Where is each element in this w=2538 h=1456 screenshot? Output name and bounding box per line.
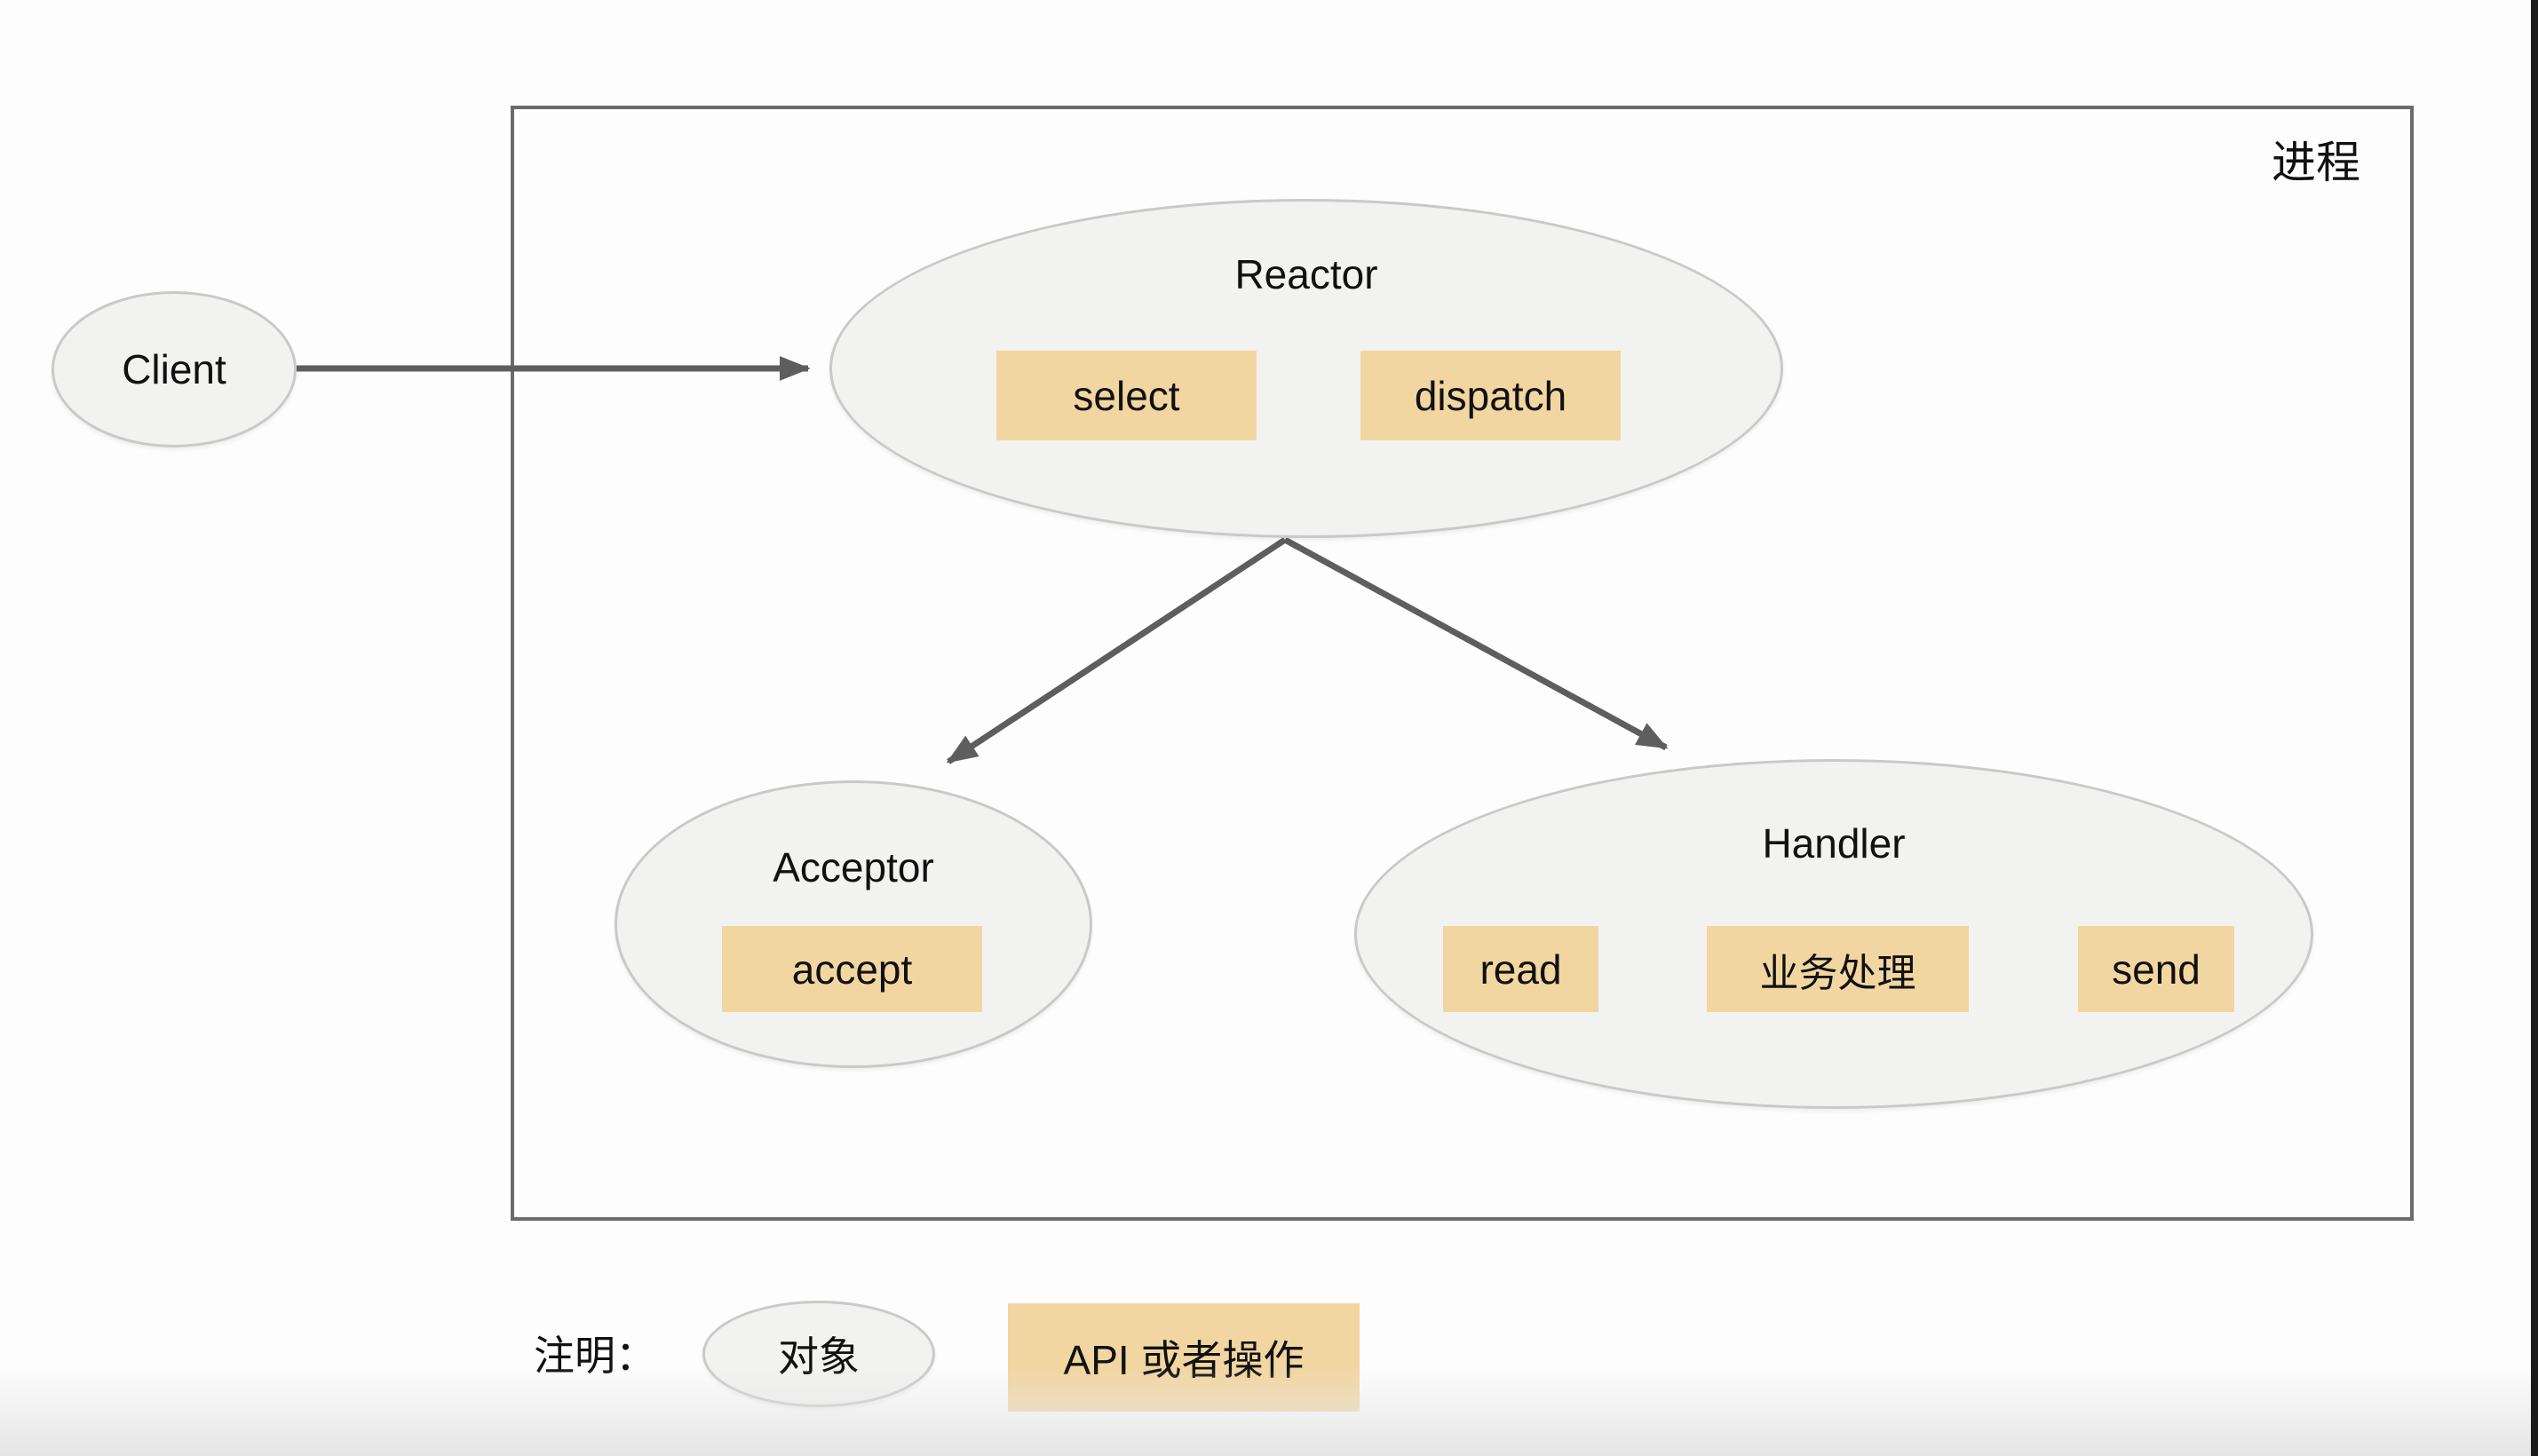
- client-ellipse: Client: [52, 291, 297, 447]
- reactor-ellipse: [829, 199, 1783, 538]
- accept-api-label: accept: [791, 946, 913, 993]
- accept-api-box: accept: [722, 926, 982, 1012]
- bottom-fade-gradient: [0, 1367, 2538, 1456]
- read-api-box: read: [1443, 926, 1598, 1012]
- business-logic-api-box: 业务处理: [1707, 926, 1969, 1012]
- acceptor-label: Acceptor: [773, 844, 934, 890]
- select-api-box: select: [996, 351, 1257, 440]
- dispatch-api-box: dispatch: [1360, 351, 1621, 440]
- send-api-box: send: [2078, 926, 2234, 1012]
- read-api-label: read: [1479, 946, 1562, 993]
- client-label: Client: [122, 346, 226, 392]
- dispatch-api-label: dispatch: [1414, 372, 1567, 419]
- screen-edge-strip: [2531, 0, 2538, 1456]
- select-api-label: select: [1073, 372, 1180, 419]
- reactor-label: Reactor: [1234, 251, 1378, 297]
- process-boundary-box: [511, 106, 2414, 1221]
- business-logic-api-label: 业务处理: [1759, 951, 1916, 995]
- handler-label: Handler: [1762, 820, 1906, 866]
- acceptor-ellipse: [615, 780, 1092, 1068]
- send-api-label: send: [2112, 946, 2201, 993]
- process-label: 进程: [2272, 138, 2360, 187]
